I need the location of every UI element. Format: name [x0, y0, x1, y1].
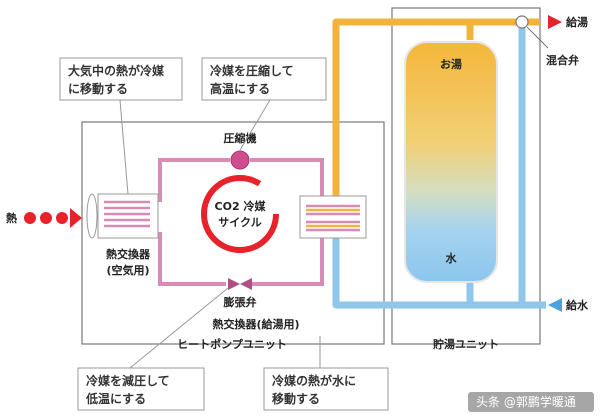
callout-box-compress	[201, 57, 327, 101]
heat-arrow-icon	[70, 208, 82, 228]
hot-water-label: お湯	[440, 57, 462, 71]
callout-box-decompress	[77, 367, 205, 411]
watermark-badge	[468, 392, 594, 412]
expansion-valve-icon	[228, 278, 240, 290]
callout-atm-line2: に移動する	[68, 81, 128, 96]
callout-box-atm	[59, 57, 183, 101]
heat-label: 熱	[6, 211, 17, 225]
hx-air-label-line2: (空気用)	[106, 263, 149, 277]
storage-unit-frame	[391, 7, 541, 345]
fan-icon	[86, 193, 98, 239]
heat-pump-unit-label: ヒートポンプユニット	[177, 337, 287, 351]
compressor-icon	[230, 150, 250, 170]
callout-to-water-line1: 冷媒の熱が水に	[272, 373, 356, 388]
cycle-label-line2: サイクル	[218, 216, 261, 229]
callout-compress-line1: 冷媒を圧縮して	[210, 63, 294, 78]
heat-pump-unit-frame	[81, 121, 385, 345]
watermark-text: 头条 @郭鹏学暖通	[476, 394, 576, 409]
air-heat-exchanger	[97, 193, 159, 239]
hot-water-tank	[404, 41, 498, 283]
hx-air-label-line1: 熱交換器	[106, 247, 151, 261]
callout-decompress-line1: 冷媒を減圧して	[86, 373, 170, 388]
callout-atm-line1: 大気中の熱が冷媒	[68, 63, 165, 78]
callout-decompress-line2: 低温にする	[85, 391, 146, 406]
heat-dot-icon	[24, 212, 36, 224]
mixing-valve-icon	[515, 15, 529, 29]
water-supply-arrow-icon	[548, 298, 562, 312]
mixing-valve-label: 混合弁	[546, 53, 579, 67]
supply-water-label: 給水	[566, 298, 589, 312]
callout-to-water-line2: 移動する	[272, 391, 320, 406]
water-label: 水	[446, 251, 458, 265]
refrigerant-loop	[140, 158, 324, 286]
cycle-label-line1: CO2 冷媒	[215, 199, 267, 213]
storage-unit-label: 貯湯ユニット	[433, 337, 499, 351]
callout-box-to-water	[263, 367, 389, 411]
supply-hot-label: 給湯	[566, 15, 588, 29]
heat-dot-icon	[56, 212, 68, 224]
heat-dot-icon	[40, 212, 52, 224]
cycle-arrow-icon	[201, 175, 279, 253]
hx-water-label: 熱交換器(給湯用)	[212, 317, 299, 331]
expansion-valve-label: 膨張弁	[223, 295, 257, 309]
compressor-label: 圧縮機	[224, 131, 257, 145]
water-heat-exchanger	[299, 195, 367, 239]
hot-supply-arrow-icon	[548, 15, 562, 29]
callout-compress-line2: 高温にする	[210, 81, 270, 96]
